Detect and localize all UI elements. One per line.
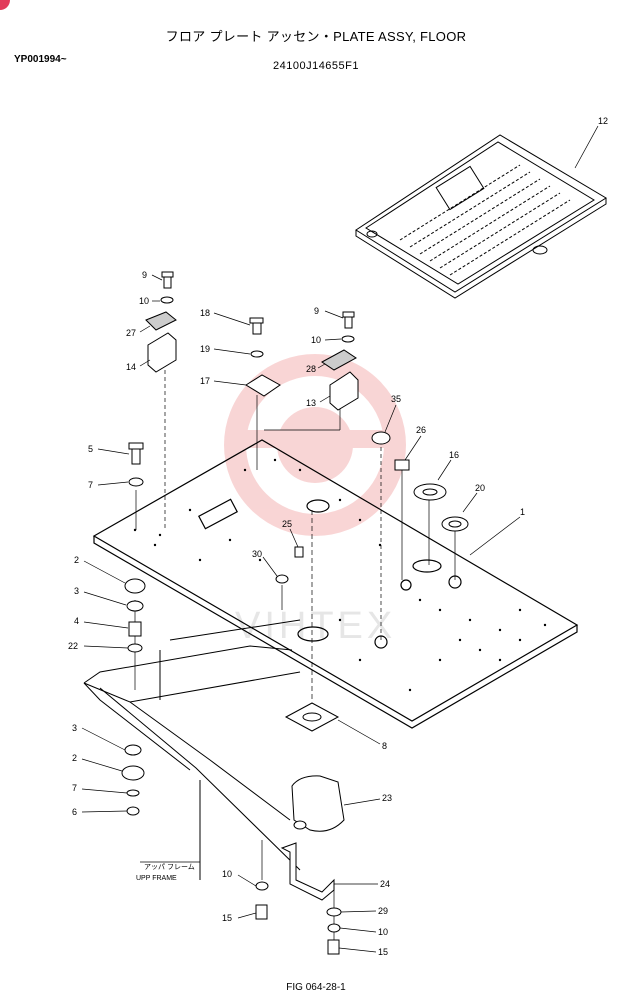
frame-label-en: UPP FRAME xyxy=(136,875,177,882)
callout-label: 10 xyxy=(222,869,232,879)
callout-label: 5 xyxy=(88,444,93,454)
figure-id: FIG 064-28-1 xyxy=(286,982,346,993)
callout-label: 28 xyxy=(306,364,316,374)
callout-label: 2 xyxy=(72,753,77,763)
callout-label: 12 xyxy=(598,116,608,126)
callout-label: 20 xyxy=(475,483,485,493)
callout-label: 29 xyxy=(378,906,388,916)
callout-label: 18 xyxy=(200,308,210,318)
floor-mat xyxy=(355,134,607,299)
callout-label: 8 xyxy=(382,741,387,751)
watermark-logo-icon xyxy=(224,354,406,536)
frame-label-box: アッパ フレーム UPP FRAME xyxy=(136,861,200,882)
callout-label: 23 xyxy=(382,793,392,803)
callout-label: 26 xyxy=(416,425,426,435)
plate-holes xyxy=(133,458,547,692)
callout-label: 35 xyxy=(391,394,401,404)
callout-label: 1 xyxy=(520,507,525,517)
callout-label: 16 xyxy=(449,450,459,460)
leader-lines xyxy=(81,125,599,953)
callout-label: 15 xyxy=(378,947,388,957)
frame-label-jp: アッパ フレーム xyxy=(144,863,195,871)
callout-label: 10 xyxy=(311,335,321,345)
callout-label: 9 xyxy=(314,306,319,316)
assembly-lines xyxy=(134,370,456,940)
callout-label: 3 xyxy=(72,723,77,733)
page-title: フロア プレート アッセン・PLATE ASSY, FLOOR xyxy=(165,29,467,44)
callout-label: 22 xyxy=(68,641,78,651)
callout-label: 10 xyxy=(139,296,149,306)
floor-plate xyxy=(92,439,579,729)
callout-label: 2 xyxy=(74,555,79,565)
callout-label: 13 xyxy=(306,398,316,408)
callout-label: 15 xyxy=(222,913,232,923)
callout-label: 27 xyxy=(126,328,136,338)
callout-label: 9 xyxy=(142,270,147,280)
callout-label: 30 xyxy=(252,549,262,559)
callout-label: 3 xyxy=(74,586,79,596)
assembly-part-number: 24100J14655F1 xyxy=(272,60,359,72)
callout-label: 19 xyxy=(200,344,210,354)
callout-label: 4 xyxy=(74,616,79,626)
callout-label: 6 xyxy=(72,807,77,817)
callout-label: 25 xyxy=(282,519,292,529)
callout-label: 7 xyxy=(72,783,77,793)
callout-label: 17 xyxy=(200,376,210,386)
serial-range: YP001994~ xyxy=(14,54,67,65)
upper-frame xyxy=(83,619,301,880)
callout-label: 14 xyxy=(126,362,136,372)
callout-label: 24 xyxy=(380,879,390,889)
callout-labels: 12 9 10 27 14 18 19 17 9 10 28 13 35 26 … xyxy=(68,116,608,957)
corner-badge-icon xyxy=(0,0,10,10)
hardware-parts xyxy=(121,271,469,955)
callout-label: 7 xyxy=(88,480,93,490)
callout-label: 10 xyxy=(378,927,388,937)
